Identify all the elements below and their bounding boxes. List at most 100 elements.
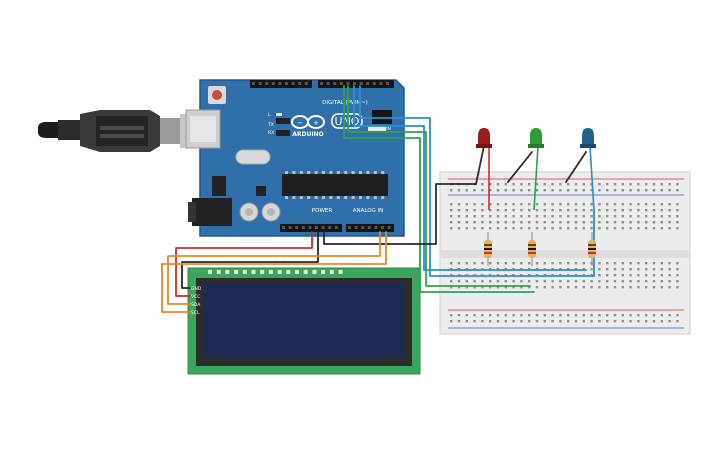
breadboard-hole [512, 227, 515, 230]
breadboard-hole [473, 209, 476, 212]
breadboard-hole [520, 203, 523, 206]
breadboard-hole [551, 189, 554, 192]
breadboard-hole [652, 274, 656, 277]
breadboard-hole [559, 183, 562, 186]
breadboard-hole [559, 227, 562, 230]
breadboard-hole [457, 215, 461, 218]
breadboard-hole [450, 286, 453, 289]
breadboard-hole [652, 209, 656, 212]
breadboard-hole [567, 203, 570, 206]
lcd-header-pad [216, 270, 221, 274]
breadboard-hole [528, 320, 531, 323]
breadboard-hole [637, 268, 640, 271]
breadboard-hole [457, 227, 461, 230]
breadboard-hole [637, 286, 640, 289]
breadboard-hole [660, 209, 663, 212]
breadboard-hole [621, 274, 624, 277]
breadboard-hole [598, 268, 601, 271]
header-pin [381, 226, 384, 229]
breadboard-hole [629, 215, 632, 218]
breadboard-hole [473, 221, 476, 224]
breadboard-hole [676, 268, 679, 271]
breadboard-hole [652, 268, 656, 271]
lcd-header-pad [225, 270, 230, 274]
breadboard[interactable] [439, 171, 691, 335]
breadboard-hole [606, 189, 609, 192]
breadboard-hole [598, 274, 601, 277]
wires[interactable] [161, 85, 595, 313]
breadboard-hole [660, 314, 663, 317]
breadboard-hole [481, 314, 484, 317]
breadboard-hole [489, 262, 492, 265]
header-pin [353, 82, 356, 85]
lcd-pin-scl: SCL [191, 310, 200, 316]
breadboard-hole [450, 262, 453, 265]
breadboard-hole [652, 189, 656, 192]
breadboard-hole [660, 286, 663, 289]
breadboard-hole [606, 320, 609, 323]
breadboard-hole [489, 209, 492, 212]
breadboard-hole [590, 314, 593, 317]
breadboard-hole [489, 215, 492, 218]
chip-pin [336, 171, 340, 174]
lcd-pin-gnd: GND [191, 286, 202, 292]
breadboard-hole [559, 203, 562, 206]
arduino-uno-board[interactable]: − + ARDUINO UNO DIGITAL (PWM~) ANALOG IN… [185, 79, 405, 237]
breadboard-hole [652, 221, 656, 224]
breadboard-hole [676, 203, 679, 206]
breadboard-hole [637, 189, 640, 192]
lcd-i2c-module[interactable]: GND VCC SDA SCL [187, 267, 421, 375]
chip-pin [314, 171, 318, 174]
breadboard-hole [582, 262, 585, 265]
breadboard-hole [528, 262, 531, 265]
chip-pin [329, 171, 333, 174]
breadboard-hole [621, 280, 624, 283]
header-pin [333, 82, 337, 85]
breadboard-hole [613, 227, 617, 230]
breadboard-hole [645, 314, 648, 317]
breadboard-hole [645, 286, 648, 289]
resistor-1[interactable] [484, 232, 492, 266]
reset-button[interactable] [208, 86, 226, 104]
breadboard-hole [450, 221, 453, 224]
breadboard-hole [528, 209, 531, 212]
breadboard-hole [465, 203, 468, 206]
usb-cable[interactable] [38, 110, 204, 152]
breadboard-hole [489, 221, 492, 224]
led-red[interactable] [476, 128, 492, 210]
breadboard-hole [496, 262, 500, 265]
breadboard-hole [473, 320, 476, 323]
chip-pin [344, 171, 348, 174]
breadboard-hole [606, 221, 609, 224]
breadboard-hole [621, 227, 624, 230]
breadboard-hole [465, 280, 468, 283]
breadboard-hole [676, 189, 679, 192]
header-pin [339, 82, 343, 85]
resistor-2[interactable] [528, 232, 536, 266]
chip-pin [307, 171, 311, 174]
lcd-screen [204, 284, 404, 358]
resistor-3[interactable] [588, 232, 596, 266]
chip-pin [381, 171, 385, 174]
breadboard-hole [473, 203, 476, 206]
chip-pin [344, 196, 348, 199]
breadboard-hole [457, 280, 461, 283]
breadboard-hole [668, 189, 671, 192]
breadboard-hole [629, 274, 632, 277]
breadboard-hole [668, 280, 671, 283]
breadboard-hole [590, 215, 593, 218]
breadboard-hole [520, 227, 523, 230]
breadboard-hole [457, 221, 461, 224]
breadboard-hole [559, 286, 562, 289]
breadboard-hole [450, 203, 453, 206]
led-green[interactable] [528, 128, 544, 211]
breadboard-hole [481, 320, 484, 323]
breadboard-hole [567, 227, 570, 230]
breadboard-hole [473, 314, 476, 317]
led-blue[interactable] [580, 128, 596, 211]
power-label: POWER [312, 208, 333, 214]
breadboard-hole [457, 203, 461, 206]
breadboard-hole [543, 227, 546, 230]
chip-pin [329, 196, 333, 199]
